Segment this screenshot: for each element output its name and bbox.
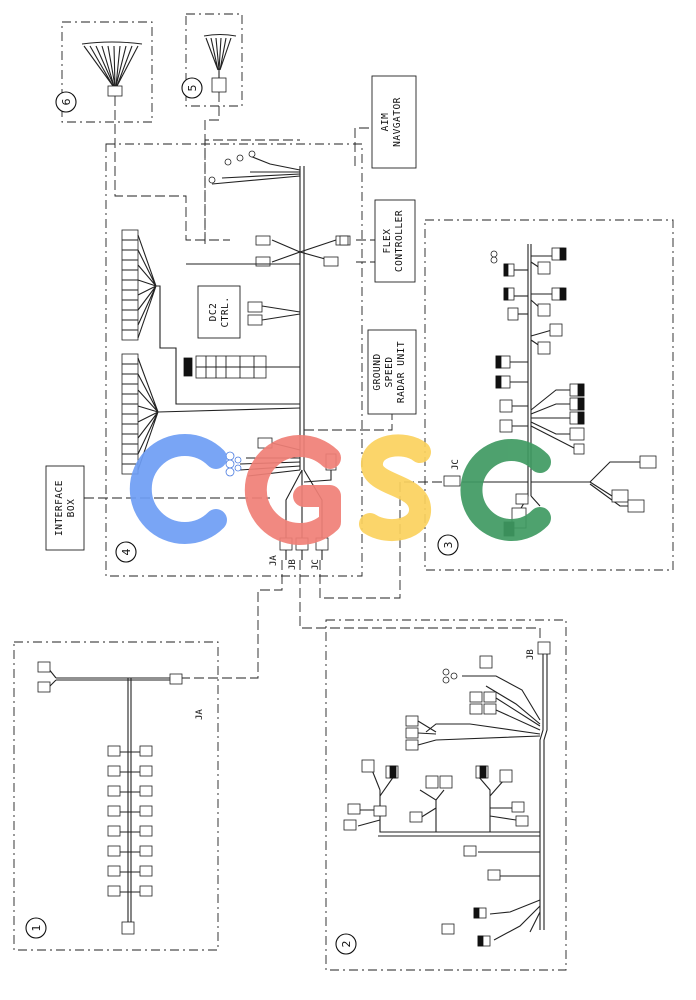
watermark-letter-g [244,435,341,545]
section-1-outline [13,641,219,951]
section-1-marker: 1 [25,917,47,939]
junction-jc-right-label: JC [451,459,461,470]
junction-jb-label: JB [288,559,298,570]
interconnect-lines [84,92,541,679]
section-6-harness [81,41,143,97]
radar-label-line2: SPEED [384,356,395,387]
flex-label-line1: FLEX [382,229,393,254]
section-4-marker: 4 [115,541,137,563]
dc2-label-line1: DC2 [208,303,219,322]
interface-box [45,465,85,551]
junction-ja-label: JA [269,555,279,566]
section-4-number: 4 [120,549,133,556]
section-4-harness [121,150,351,560]
section-1-branches [107,745,153,897]
junction-jb-right-label: JB [526,649,536,660]
watermark-letter-s [359,434,431,542]
section-2-outline [325,619,567,971]
aim-label-line1: AIM [380,113,391,132]
dc2-ctrl-box [197,285,241,339]
aim-navigator-box [371,75,417,169]
interface-label-line2: BOX [66,499,77,518]
dc2-label-line2: CTRL. [220,296,231,327]
section-3-number: 3 [442,542,455,549]
section-6-number: 6 [60,99,73,106]
junction-ja-left-label: JA [195,709,205,720]
radar-label-line3: RADAR UNIT [396,341,407,403]
section-1-harness [37,661,183,935]
connector-strip-upper [121,229,157,341]
watermark-letter-c1 [129,434,227,544]
flex-label-line2: CONTROLLER [394,210,405,272]
section-5-marker: 5 [181,77,203,99]
flex-controller-box [374,199,416,283]
watermark-letter-c2 [460,439,551,541]
section-4-outline [105,143,363,577]
radar-label-line1: GROUND [372,353,383,390]
section-2-marker: 2 [335,933,357,955]
section-5-outline [185,13,243,107]
section-1-number: 1 [30,925,43,932]
section-5-number: 5 [186,85,199,92]
junction-jc-label: JC [311,559,321,570]
connector-strip-lower [121,353,159,475]
section-2-harness [343,641,551,947]
section-3-marker: 3 [437,534,459,556]
section-6-marker: 6 [55,91,77,113]
section-5-harness [203,34,237,93]
interface-label-line1: INTERFACE [54,480,65,536]
relay-block [183,355,300,379]
section-6-outline [61,21,153,123]
section-2-number: 2 [340,941,353,948]
cgsc-watermark-logo [129,434,551,545]
section-3-outline [424,219,674,571]
section-3-harness [443,244,657,537]
aim-label-line2: NAVGATOR [392,97,403,147]
